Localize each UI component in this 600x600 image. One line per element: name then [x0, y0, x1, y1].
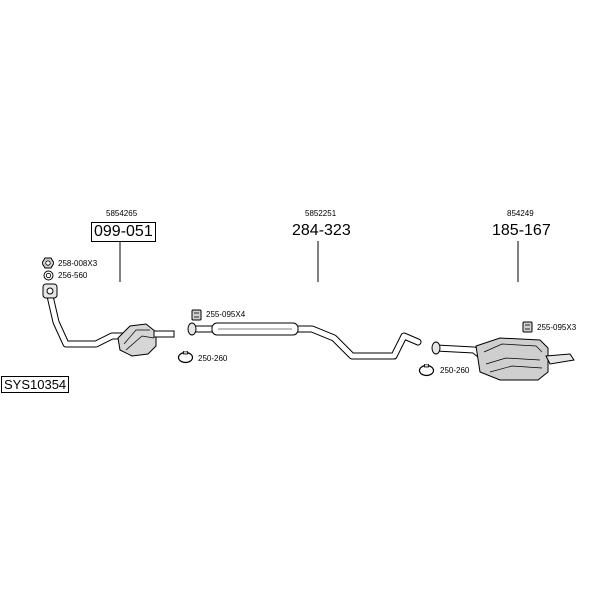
accessory-clamp-rear[interactable]: 255-095X3	[537, 323, 577, 332]
part-number-middle[interactable]: 284-323	[292, 222, 351, 239]
oe-number-rear: 854249	[507, 209, 534, 218]
part-number-rear[interactable]: 185-167	[492, 222, 551, 239]
rear-silencer	[431, 337, 575, 381]
accessory-ring-middle[interactable]: 250-260	[198, 354, 228, 363]
pipe-clamp-ring-icon	[418, 364, 435, 377]
system-code-label: SYS10354	[1, 376, 70, 393]
oe-number-front: 5854265	[106, 209, 138, 218]
front-flange	[42, 283, 58, 299]
middle-silencer	[211, 322, 299, 336]
middle-pipe-silencer	[187, 322, 422, 360]
oe-number-middle: 5852251	[305, 209, 337, 218]
clamp-bolt-icon	[191, 309, 202, 321]
front-pipe-catalyst	[42, 283, 175, 357]
pipe-clamp-ring-icon	[177, 351, 194, 364]
accessory-clamp-middle[interactable]: 255-095X4	[206, 310, 246, 319]
accessory-ring-rear[interactable]: 250-260	[440, 366, 470, 375]
gasket-ring-icon	[43, 270, 54, 281]
middle-inlet-end	[187, 322, 197, 336]
hex-nut-icon	[42, 257, 54, 269]
rear-inlet-end	[431, 341, 441, 355]
part-number-front[interactable]: 099-051	[91, 222, 156, 242]
rear-tailpipe	[545, 353, 575, 365]
accessory-gasket-front[interactable]: 256-560	[58, 271, 88, 280]
clamp-bolt-icon	[522, 321, 533, 333]
accessory-nut-front[interactable]: 258-008X3	[58, 259, 98, 268]
rear-muffler-box	[475, 337, 549, 381]
catalyst-converter	[117, 323, 175, 357]
